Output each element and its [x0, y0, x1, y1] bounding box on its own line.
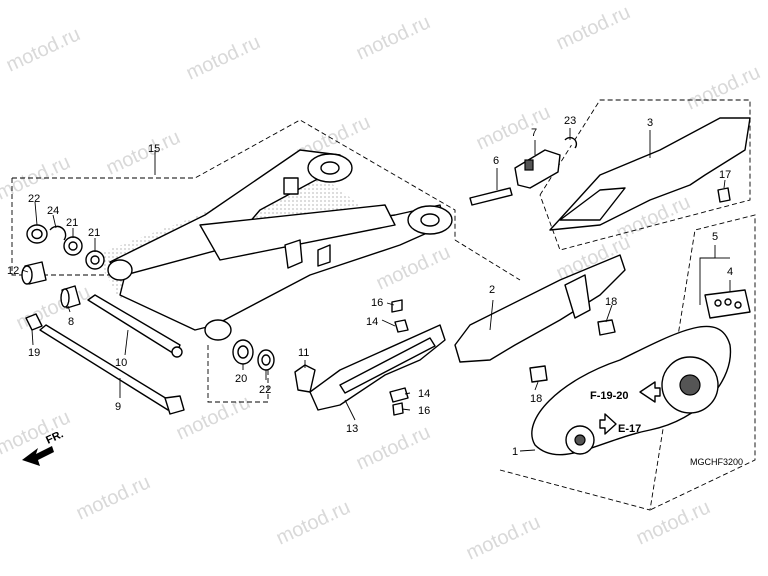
arrow-f19	[639, 381, 661, 403]
pivot-bolt-head	[164, 395, 185, 415]
ref-e17: E-17	[618, 423, 641, 435]
watermark: motod.ru	[0, 406, 74, 459]
callout-16: 16	[418, 405, 430, 417]
callout-18: 18	[605, 296, 617, 308]
bolt-6	[469, 187, 513, 206]
callout-labels: 15 22 24 21 21 12 8 19 10 9 20 22 11 13 …	[7, 115, 733, 458]
swingarm-group-outline	[12, 119, 456, 240]
swingarm	[95, 149, 453, 341]
callout-24: 24	[47, 205, 59, 217]
screw-16b	[392, 402, 404, 416]
chain-guard-group-outline	[539, 99, 751, 251]
ref-f19: F-19-20	[590, 390, 629, 402]
bolt-17	[717, 187, 731, 203]
bolt-18b	[529, 365, 548, 383]
watermark: motod.ru	[683, 61, 764, 114]
callout-1: 1	[512, 446, 518, 458]
swingarm-pivot-right	[204, 319, 232, 341]
callout-6: 6	[493, 155, 499, 167]
chain-case-2	[454, 254, 626, 363]
screw-16a	[391, 299, 403, 313]
callout-19: 19	[28, 347, 40, 359]
swingarm-pivot-left	[107, 259, 133, 281]
right-bearing-group-outline	[207, 345, 269, 403]
callout-22: 22	[259, 384, 271, 396]
pivot-nut-19	[25, 313, 43, 331]
watermark: motod.ru	[13, 281, 94, 334]
callout-21: 21	[66, 217, 78, 229]
callout-22: 22	[28, 193, 40, 205]
callout-4: 4	[727, 266, 733, 278]
drive-chain	[531, 289, 751, 456]
callout-23: 23	[564, 115, 576, 127]
upper-bracket-assembly	[469, 136, 578, 206]
callout-17: 17	[719, 169, 731, 181]
callout-18: 18	[530, 393, 542, 405]
chain-slider-assembly	[294, 299, 446, 416]
bolt-18a	[597, 319, 616, 336]
callout-16: 16	[371, 297, 383, 309]
clip-14a	[394, 319, 409, 333]
callout-21: 21	[88, 227, 100, 239]
watermark: motod.ru	[463, 511, 544, 564]
pivot-pipe-10	[87, 294, 181, 356]
clip-23	[564, 136, 578, 149]
callout-8: 8	[68, 316, 74, 328]
callout-5: 5	[712, 231, 718, 243]
pivot-hardware	[25, 285, 185, 415]
watermark: motod.ru	[633, 496, 714, 549]
swingarm-group-outline-lower	[454, 239, 521, 281]
callout-13: 13	[346, 423, 358, 435]
chain-guard	[549, 117, 751, 231]
diagram-code: MGCHF3200	[690, 457, 743, 467]
callout-9: 9	[115, 401, 121, 413]
watermark: motod.ru	[173, 391, 254, 444]
callout-10: 10	[115, 357, 127, 369]
watermark: motod.ru	[103, 126, 184, 179]
watermark: motod.ru	[183, 31, 264, 84]
watermark: motod.ru	[73, 471, 154, 524]
callout-14: 14	[366, 316, 378, 328]
collar-11	[294, 364, 316, 393]
callout-20: 20	[235, 373, 247, 385]
front-arrow-icon	[22, 446, 54, 466]
swingarm-bracket	[283, 177, 299, 195]
swingarm-cross-member	[199, 204, 396, 261]
bracket-7	[514, 149, 561, 189]
watermark: motod.ru	[353, 11, 434, 64]
watermark: motod.ru	[3, 23, 84, 76]
reference-arrows: F-19-20 E-17	[590, 381, 661, 435]
watermark: motod.ru	[473, 101, 554, 154]
right-bearing-stack	[232, 339, 275, 371]
callout-7: 7	[531, 127, 537, 139]
callout-12: 12	[7, 265, 19, 277]
circlip-24	[49, 225, 67, 241]
swingarm-tab	[284, 239, 303, 269]
chain-case	[454, 254, 626, 383]
callout-11: 11	[298, 347, 309, 359]
watermark: motod.ru	[553, 1, 634, 54]
clip-14b	[389, 387, 409, 403]
drive-chain-group-outline	[499, 214, 756, 511]
arrow-e17	[599, 413, 617, 435]
watermark: motod.ru	[273, 496, 354, 549]
leader-lines	[21, 128, 731, 452]
callout-15: 15	[148, 143, 160, 155]
callout-3: 3	[647, 117, 653, 129]
callout-2: 2	[489, 284, 495, 296]
callout-14: 14	[418, 388, 430, 400]
watermark: motod.ru	[353, 421, 434, 474]
